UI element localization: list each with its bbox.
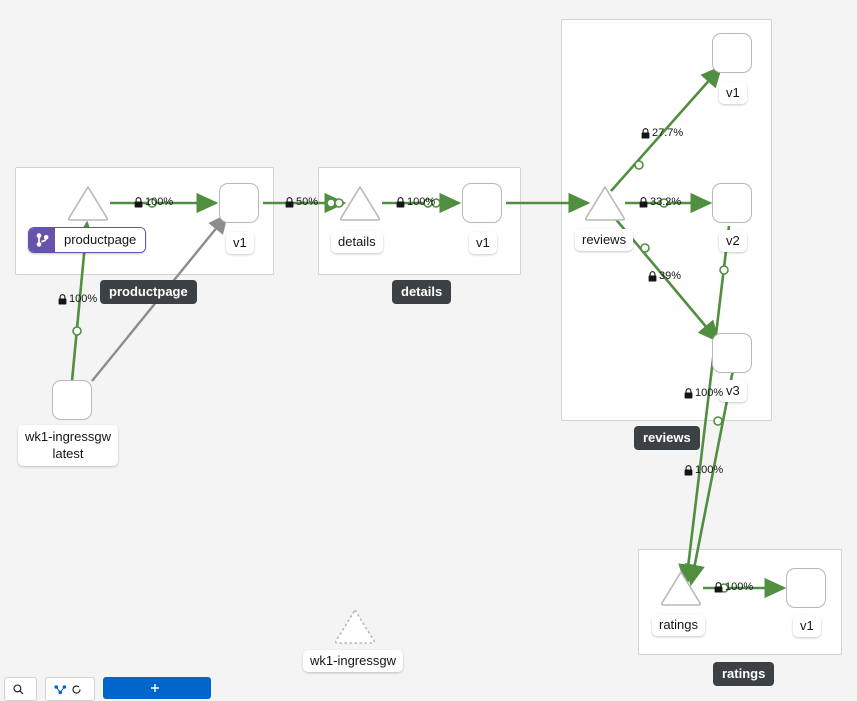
node-label-details-v1[interactable]: v1: [469, 232, 497, 254]
plus-icon: [150, 684, 159, 692]
edge-label-text: 100%: [695, 464, 724, 476]
edge-label-text: 50%: [296, 196, 319, 208]
graph-icon: [54, 684, 67, 694]
zoom-control[interactable]: [4, 677, 37, 701]
edge-label-text: 100%: [69, 293, 98, 305]
node-service-details[interactable]: [338, 184, 382, 222]
group-label-text: reviews: [643, 430, 691, 445]
node-label-reviews-v1[interactable]: v1: [719, 82, 747, 104]
node-label-text-line2: latest: [52, 446, 84, 461]
primary-action-button[interactable]: [103, 677, 211, 699]
edge-label-ratings-to-v1[interactable]: 100%: [714, 581, 753, 593]
node-label-wk1-ingressgw-service[interactable]: wk1-ingressgw: [303, 650, 403, 672]
edge-label-details-to-v1[interactable]: 100%: [396, 196, 435, 208]
node-workload-reviews-v3[interactable]: [712, 333, 752, 373]
edge-label-text: 100%: [145, 196, 174, 208]
node-service-productpage[interactable]: [66, 184, 110, 222]
node-label-text: productpage: [55, 228, 146, 252]
node-service-ratings[interactable]: [659, 569, 703, 607]
edge-label-text: 33.2%: [650, 196, 682, 208]
group-label-ratings[interactable]: ratings: [713, 662, 775, 686]
lock-icon: [639, 196, 648, 207]
group-label-text: productpage: [109, 284, 188, 299]
lock-icon: [641, 127, 650, 138]
edge-label-reviews-to-v3[interactable]: 39%: [648, 270, 681, 282]
group-label-reviews[interactable]: reviews: [634, 426, 700, 450]
node-label-ratings-service[interactable]: ratings: [652, 614, 706, 636]
node-workload-wk1-ingressgw[interactable]: [52, 380, 92, 420]
refresh-icon: [72, 685, 81, 694]
node-label-reviews-v3[interactable]: v3: [719, 380, 747, 402]
node-label-text: v1: [233, 235, 247, 250]
node-label-text-line1: wk1-ingressgw: [25, 429, 111, 444]
node-label-reviews-v2[interactable]: v2: [719, 230, 747, 252]
node-service-wk1-ingressgw[interactable]: [333, 607, 377, 645]
edge-label-reviews-to-v1[interactable]: 27.7%: [641, 127, 683, 139]
virtual-service-icon: [29, 228, 55, 252]
node-workload-details-v1[interactable]: [462, 183, 502, 223]
node-label-details-service[interactable]: details: [331, 231, 383, 253]
magnifier-icon: [13, 683, 24, 694]
edge-label-text: 100%: [407, 196, 436, 208]
node-workload-reviews-v1[interactable]: [712, 33, 752, 73]
node-label-text: reviews: [582, 232, 627, 247]
node-label-text: v1: [726, 85, 740, 100]
node-label-text: v1: [476, 235, 490, 250]
group-label-text: ratings: [722, 666, 766, 681]
edge-label-pp-svc-to-pp-v1[interactable]: 100%: [134, 196, 173, 208]
graph-toolbar[interactable]: [0, 677, 211, 701]
edge-label-text: 39%: [659, 270, 682, 282]
edge-label-text: 27.7%: [652, 127, 684, 139]
edge-label-reviews-to-v2[interactable]: 33.2%: [639, 196, 681, 208]
node-label-text: v1: [800, 618, 814, 633]
node-label-reviews-service[interactable]: reviews: [575, 229, 634, 251]
edge-label-gw-to-productpage[interactable]: 100%: [58, 293, 97, 305]
legend-button[interactable]: [45, 677, 95, 701]
group-label-productpage[interactable]: productpage: [100, 280, 197, 304]
lock-icon: [714, 581, 723, 592]
edge-label-v2-to-ratings[interactable]: 100%: [684, 387, 723, 399]
lock-icon: [58, 293, 67, 304]
node-label-text: details: [338, 234, 376, 249]
node-label-ratings-v1[interactable]: v1: [793, 615, 821, 637]
node-workload-productpage-v1[interactable]: [219, 183, 259, 223]
edge-label-text: 100%: [725, 581, 754, 593]
edge-label-v3-to-ratings[interactable]: 100%: [684, 464, 723, 476]
lock-icon: [684, 464, 693, 475]
node-workload-ratings-v1[interactable]: [786, 568, 826, 608]
edge-label-text: 100%: [695, 387, 724, 399]
group-label-details[interactable]: details: [392, 280, 452, 304]
lock-icon: [285, 196, 294, 207]
node-label-text: wk1-ingressgw: [310, 653, 396, 668]
lock-icon: [396, 196, 405, 207]
node-workload-reviews-v2[interactable]: [712, 183, 752, 223]
node-label-wk1-ingressgw-workload[interactable]: wk1-ingressgw latest: [18, 425, 118, 466]
lock-icon: [134, 196, 143, 207]
edge-label-pp-v1-to-details[interactable]: 50%: [285, 196, 318, 208]
node-label-productpage-service[interactable]: productpage: [28, 227, 147, 253]
node-label-text: v2: [726, 233, 740, 248]
lock-icon: [648, 270, 657, 281]
node-service-reviews[interactable]: [583, 184, 627, 222]
group-label-text: details: [401, 284, 443, 299]
node-label-text: v3: [726, 383, 740, 398]
node-label-text: ratings: [659, 617, 699, 632]
node-label-productpage-v1[interactable]: v1: [226, 232, 254, 254]
lock-icon: [684, 387, 693, 398]
